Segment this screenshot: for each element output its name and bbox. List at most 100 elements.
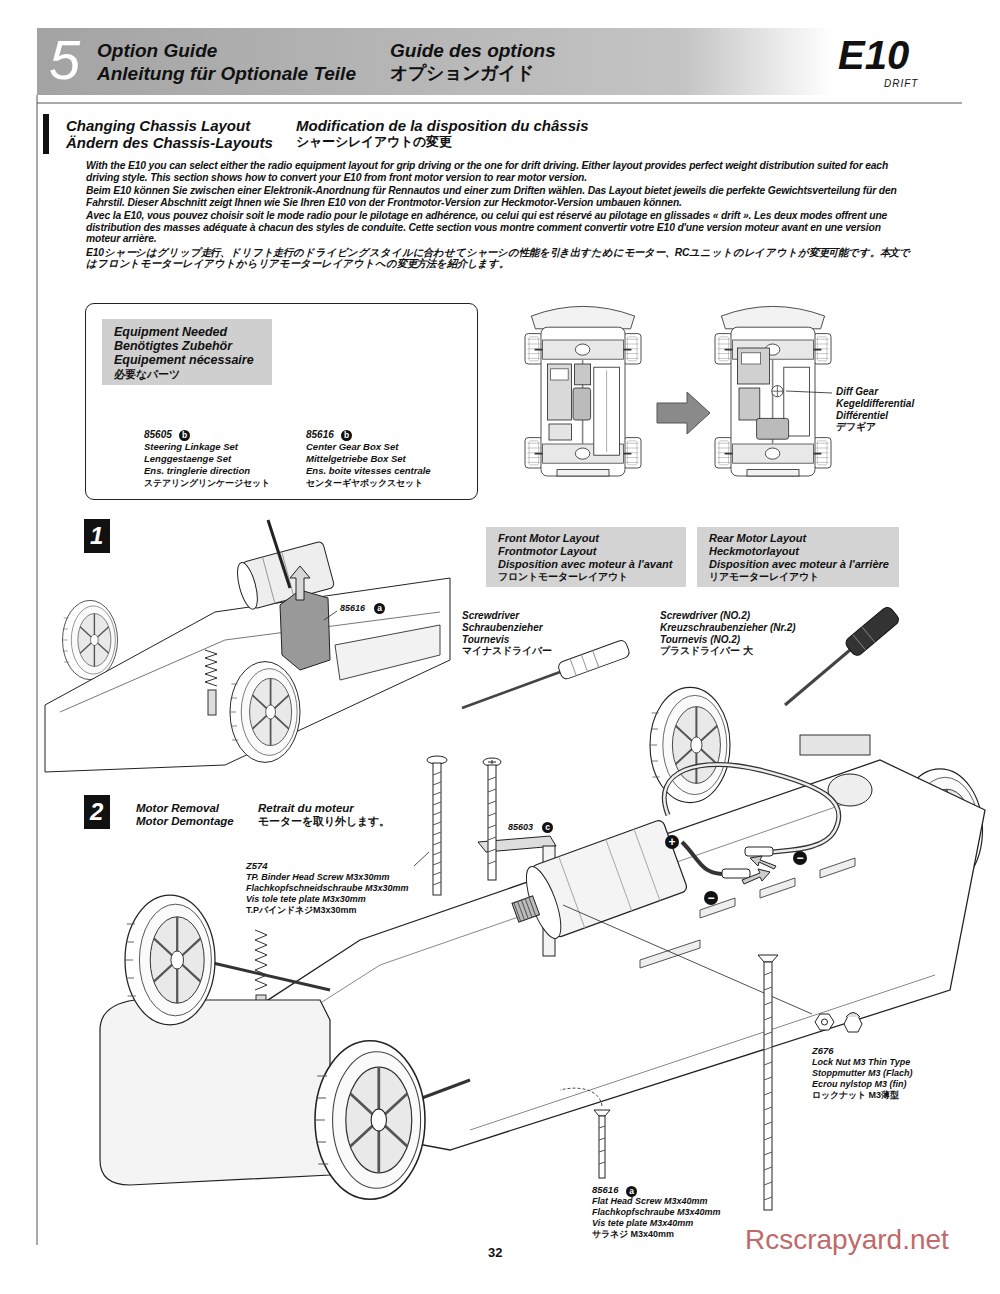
logo: E10	[838, 32, 909, 78]
step2-chassis	[100, 1000, 330, 1185]
step2-chassis	[722, 869, 750, 878]
part-label: Ecrou nylstop M3 (fin)	[812, 1079, 907, 1089]
layout-caption-box: Front Motor LayoutFrontmotor LayoutDispo…	[486, 527, 686, 587]
step1-chassis	[208, 690, 216, 715]
part-label: Vis tete plate M3x40mm	[592, 1218, 693, 1228]
front-motor-car	[594, 367, 620, 455]
phillips-screwdriver	[785, 650, 850, 705]
step2-chassis	[512, 896, 540, 922]
rear-motor-car	[737, 348, 769, 384]
part-number: 85616	[306, 429, 334, 441]
page-number: 32	[488, 1246, 502, 1261]
step-heading: Motor Removal	[136, 802, 219, 815]
watermark: Rcscrapyard.net	[745, 1224, 949, 1256]
rear-motor-car	[715, 306, 831, 476]
step2-chassis	[800, 735, 870, 755]
part-number: Z574	[246, 861, 268, 872]
rear-motor-car	[715, 306, 831, 476]
part-number: 85603	[508, 822, 533, 832]
step1-chassis	[335, 625, 440, 680]
part-label: Flat Head Screw M3x40mm	[592, 1196, 708, 1206]
tool-label: マイナスドライバー	[462, 646, 552, 657]
rear-motor-car	[741, 353, 760, 364]
callout-label: Différentiel	[836, 410, 888, 422]
logo-subtitle: DRIFT	[884, 78, 918, 90]
flat-screwdriver	[557, 639, 631, 681]
lock-nut	[563, 905, 862, 1032]
lock-nut	[563, 905, 812, 1014]
front-motor-car	[573, 388, 591, 420]
polarity-symbol: +	[665, 835, 679, 849]
rear-motor-car	[739, 388, 760, 420]
flat-head-screw	[560, 1088, 602, 1106]
step2-chassis	[315, 1041, 425, 1199]
change-arrow	[657, 392, 710, 434]
step1-chassis	[63, 600, 118, 679]
step1-chassis	[268, 520, 290, 588]
screw	[433, 763, 441, 895]
step2-chassis	[380, 795, 870, 965]
part-label: センターギヤボックスセット	[306, 478, 423, 488]
callout-letter: a	[626, 1186, 637, 1197]
part-label: Flachkopfschneidschraube M3x30mm	[246, 883, 409, 893]
step2-chassis	[820, 858, 855, 878]
screw	[488, 765, 496, 880]
flat-screwdriver	[462, 639, 631, 708]
part-label: フロントモーターレイアウト	[498, 571, 628, 583]
step1-chassis	[233, 561, 261, 612]
part-label: Center Gear Box Set	[306, 442, 398, 453]
callout-letter: b	[341, 430, 352, 441]
section-heading: Changing Chassis Layout	[66, 117, 250, 134]
change-arrow	[657, 392, 710, 434]
box-heading: Benötigtes Zubehör	[114, 339, 232, 353]
part-label: Frontmotor Layout	[498, 545, 596, 558]
screw	[433, 772, 441, 885]
part-label: Lenggestaenge Set	[144, 454, 231, 465]
intro-paragraph: E10シャーシはグリップ走行、ドリフト走行のドライビングスタイルに合わせてシャー…	[86, 247, 916, 270]
part-label: Lock Nut M3 Thin Type	[812, 1057, 910, 1067]
part-label: T.PバインドネジM3x30mm	[246, 905, 357, 915]
chapter-number: 5	[49, 28, 80, 92]
chapter-title: Guide des options	[390, 40, 556, 62]
step1-chassis	[205, 650, 217, 686]
flat-head-screw	[758, 955, 778, 962]
box-heading: Equipement nécessaire	[114, 353, 254, 367]
front-motor-car	[606, 370, 607, 452]
part-number: 85616	[592, 1185, 618, 1196]
lock-nut	[846, 1013, 860, 1018]
step-tab: 1	[84, 519, 110, 553]
step2-chassis	[502, 819, 688, 949]
part-label: Mittelgetriebe Box Set	[306, 454, 406, 465]
step2-chassis	[559, 829, 660, 928]
intro-paragraph: Avec la E10, vous pouvez choisir soit le…	[86, 210, 916, 245]
phillips-screwdriver	[853, 627, 875, 650]
part-label: Ens. boite vitesses centrale	[306, 466, 431, 477]
front-motor-car	[575, 364, 591, 385]
step2-chassis	[664, 764, 839, 852]
screw	[414, 852, 429, 866]
polarity-symbol: −	[704, 891, 718, 905]
step1-chassis	[290, 566, 310, 600]
step2-chassis	[514, 897, 536, 921]
tool-label: Tournevis	[462, 634, 509, 646]
box-heading: 必要なパーツ	[114, 368, 180, 380]
tool-label: Screwdriver	[462, 610, 519, 622]
part-label: Disposition avec moteur à l'arrière	[709, 558, 889, 571]
chapter-title: Anleitung für Optionale Teile	[97, 63, 356, 85]
tool-label: Tournevis (NO.2)	[660, 634, 740, 646]
part-label: Heckmotorlayout	[709, 545, 799, 558]
part-number: 85616	[340, 603, 365, 613]
step-heading: Motor Demontage	[136, 815, 234, 828]
leader-line	[786, 391, 832, 393]
part-label: Flachkopfschraube M3x40mm	[592, 1207, 721, 1217]
chapter-title: Option Guide	[97, 40, 217, 62]
step2-chassis	[745, 847, 773, 856]
tool-label: Screwdriver (NO.2)	[660, 610, 750, 622]
part-label: Rear Motor Layout	[709, 532, 806, 545]
step2-chassis	[650, 687, 730, 802]
layout-caption-box: Rear Motor LayoutHeckmotorlayoutDisposit…	[697, 527, 899, 587]
front-motor-car	[525, 306, 641, 476]
chapter-title: オプションガイド	[390, 63, 534, 84]
part-label: Front Motor Layout	[498, 532, 599, 545]
screw	[414, 756, 501, 895]
